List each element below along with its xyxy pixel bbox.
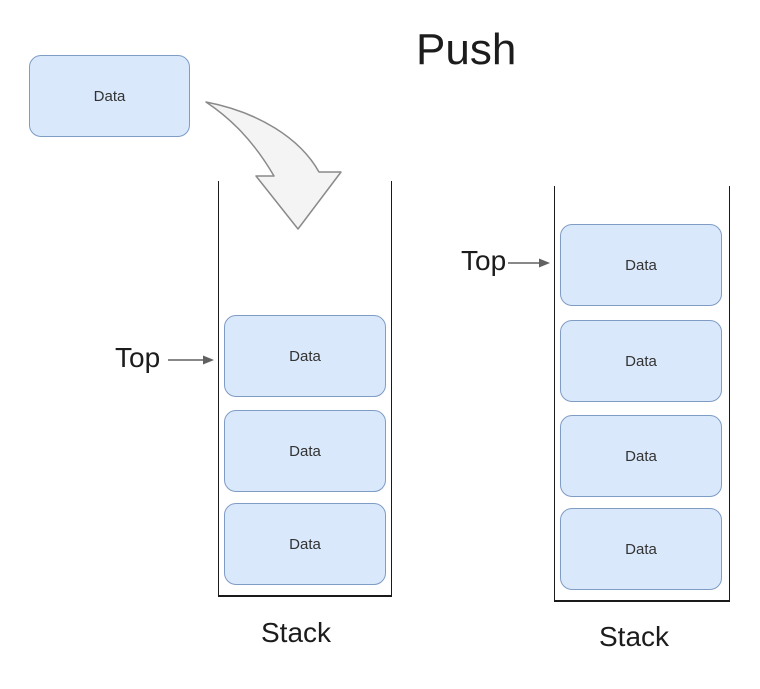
curved-push-arrow-icon [205,101,342,230]
top-pointer-label-left: Top [115,342,161,373]
stack-left-item: Data [224,503,386,585]
stack-caption-left: Stack [260,617,332,648]
stack-item-label: Data [625,447,657,465]
stack-right-item: Data [560,415,722,497]
top-pointer-arrow-left-icon [168,355,214,365]
stack-item-label: Data [625,256,657,274]
stack-left-container: Data Data Data [218,181,392,597]
stack-left-item: Data [224,410,386,492]
stack-right-item: Data [560,508,722,590]
stack-right-item: Data [560,224,722,306]
stack-right-item: Data [560,320,722,402]
stack-item-label: Data [625,540,657,558]
stack-item-label: Data [289,442,321,460]
incoming-data-label: Data [93,87,126,105]
stack-right-container: Data Data Data Data [554,186,730,602]
top-pointer-arrow-right-icon [508,258,550,268]
diagram-title: Push [416,25,517,74]
stack-caption-right: Stack [598,621,670,652]
stack-item-label: Data [625,352,657,370]
incoming-data-box: Data [29,55,190,137]
top-pointer-label-right: Top [461,245,507,276]
stack-item-label: Data [289,347,321,365]
stack-left-item: Data [224,315,386,397]
stack-item-label: Data [289,535,321,553]
